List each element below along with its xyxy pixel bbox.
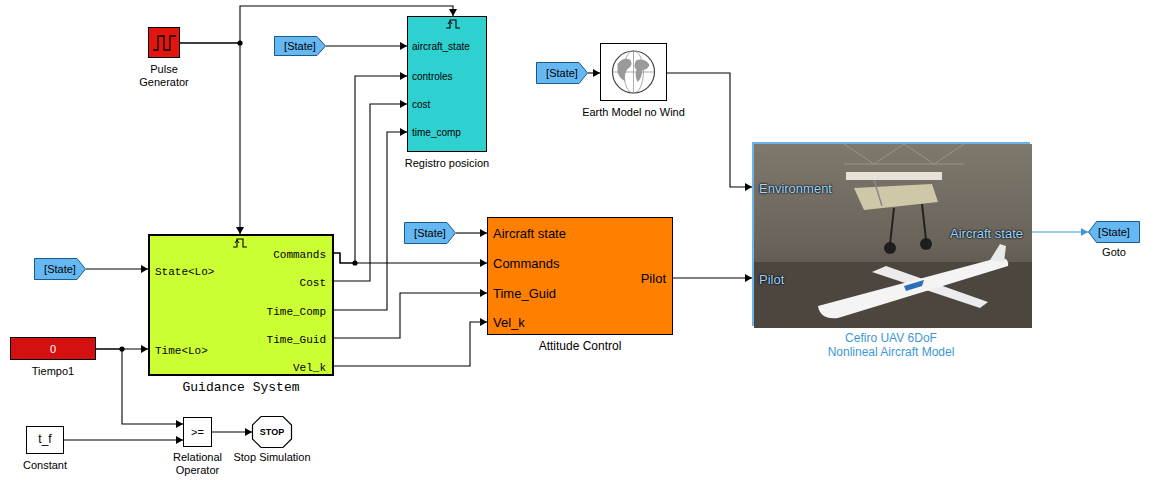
port-label: Vel_k xyxy=(293,362,326,375)
relational-operator-block: >=Relational Operator xyxy=(183,417,212,447)
old-aircraft-gear xyxy=(922,204,926,240)
signal-line xyxy=(334,322,487,366)
goto-tag: [State]Goto xyxy=(1088,221,1140,243)
block-value: [State] xyxy=(414,227,446,240)
port-label: Time<Lo> xyxy=(155,345,208,358)
port-label: Vel_k xyxy=(493,316,525,331)
from-tag: [State] xyxy=(404,222,456,244)
wheel xyxy=(920,238,932,250)
block-value: 0 xyxy=(50,342,56,355)
stop-block: STOPStop Simulation xyxy=(252,416,292,448)
block-value: STOP xyxy=(260,427,284,437)
port-label: Commands xyxy=(493,257,559,272)
block-caption: Earth Model no Wind xyxy=(582,106,685,119)
signal-line xyxy=(667,73,752,187)
block-value: [State] xyxy=(546,67,578,80)
from-tag: [State] xyxy=(536,62,588,84)
signal-line xyxy=(456,232,487,233)
earth-model-block: Earth Model no Wind xyxy=(600,43,667,101)
port-label: controles xyxy=(412,71,453,83)
clock-block: 0Tiempo1 xyxy=(10,337,96,360)
signal-line xyxy=(326,45,407,46)
block-caption: Cefiro UAV 6DoF Nonlineal Aircraft Model xyxy=(786,332,996,360)
wheel xyxy=(884,242,896,254)
stop-octagon xyxy=(253,417,292,448)
tag-outline xyxy=(275,37,326,56)
block-icon xyxy=(601,44,668,102)
signal-line xyxy=(334,253,487,263)
signal-line xyxy=(1030,231,1088,232)
guidance-subsystem: State<Lo> Time<Lo> CommandsCostTime_CompTi… xyxy=(148,234,334,376)
hangar-beams xyxy=(844,144,964,164)
constant-block: t_fConstant xyxy=(26,426,64,454)
block-caption: Registro posicion xyxy=(405,157,489,170)
signal-line xyxy=(673,277,752,278)
block-caption: Tiempo1 xyxy=(32,365,74,378)
tag-outline xyxy=(1089,222,1140,243)
signal-line xyxy=(334,293,487,338)
scope-block: aircraft_statecontrolescosttime_compRegi… xyxy=(407,16,487,152)
block-value: [State] xyxy=(284,40,316,53)
uav-fuselage xyxy=(818,258,1008,318)
port-label: Aircraft state xyxy=(950,227,1023,242)
block-caption: Guidance System xyxy=(182,381,299,396)
port-label: time_comp xyxy=(412,127,461,139)
block-value: [State] xyxy=(44,263,76,276)
globe-continent xyxy=(618,59,632,81)
uav-tail xyxy=(990,244,1006,262)
old-aircraft-gear xyxy=(890,208,894,244)
pulse-generator-block: Pulse Generator xyxy=(148,27,180,58)
port-label: Aircraft state xyxy=(493,227,566,242)
port-label: State<Lo> xyxy=(155,266,214,279)
port-label: Time_Guid xyxy=(267,334,326,347)
globe-outline xyxy=(613,51,655,93)
uav-marking xyxy=(904,280,924,291)
tag-outline xyxy=(537,63,588,84)
signal-line xyxy=(64,439,183,440)
port-label: Commands xyxy=(273,249,326,262)
block-caption: Attitude Control xyxy=(539,340,622,354)
block-caption: Goto xyxy=(1102,246,1126,259)
block-caption: Constant xyxy=(23,459,67,472)
old-aircraft-fuselage xyxy=(854,184,938,210)
pulse-wave xyxy=(153,36,176,50)
old-aircraft-strut xyxy=(874,180,882,206)
port-label: Cost xyxy=(300,277,326,290)
from-tag: [State] xyxy=(34,258,86,280)
block-caption: Relational Operator xyxy=(169,451,227,476)
aircraft-model-block: EnvironmentAircraft statePilotCefiro UAV… xyxy=(752,142,1030,326)
tag-outline xyxy=(405,223,456,244)
trigger-symbol xyxy=(233,239,247,247)
block-caption: Stop Simulation xyxy=(233,451,310,464)
port-label: cost xyxy=(412,99,430,111)
tag-outline xyxy=(35,259,86,280)
port-label: Pilot xyxy=(641,272,666,287)
port-label: Pilot xyxy=(759,273,784,288)
trigger-arrow xyxy=(235,240,239,243)
signal-line xyxy=(334,132,407,310)
from-tag: [State] xyxy=(274,36,326,56)
signal-line xyxy=(180,43,240,234)
port-label: aircraft_state xyxy=(412,41,470,53)
port-label: Time_Comp xyxy=(267,306,326,319)
trigger-arrow xyxy=(448,21,452,24)
signal-line xyxy=(588,72,600,73)
attitude-control-subsystem: Aircraft stateCommandsTime_GuidVel_k Pilo… xyxy=(487,217,673,335)
signal-line xyxy=(334,104,407,281)
signal-line xyxy=(86,268,148,269)
block-icon xyxy=(149,28,181,59)
hangar-photo xyxy=(754,144,1032,328)
block-caption: Pulse Generator xyxy=(132,63,196,88)
block-value: t_f xyxy=(38,433,51,447)
block-value: >= xyxy=(191,426,204,439)
port-label: Time_Guid xyxy=(493,287,556,302)
trigger-symbol xyxy=(446,20,460,28)
signal-line xyxy=(212,431,252,432)
block-value: [State] xyxy=(1098,226,1130,239)
port-label: Environment xyxy=(759,182,832,197)
globe-continent xyxy=(635,60,650,82)
old-aircraft-wing xyxy=(846,172,942,180)
